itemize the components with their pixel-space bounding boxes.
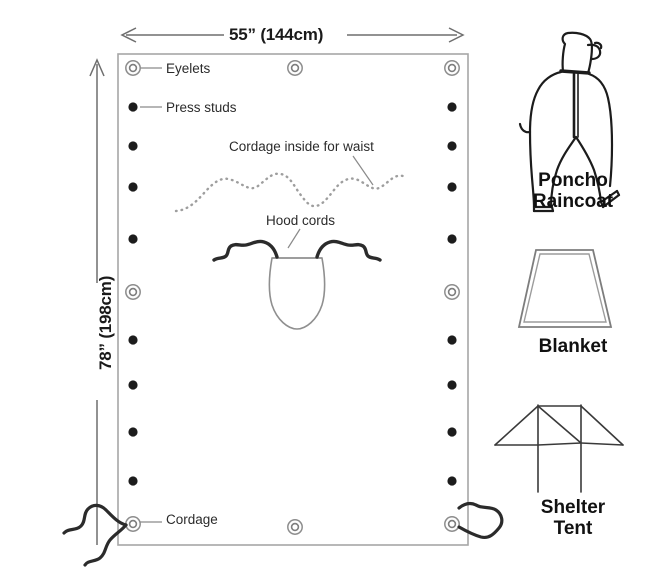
cordage-bottom-right-a [457, 503, 504, 540]
poncho-raincoat-illustration [518, 31, 621, 213]
hood-shape [268, 257, 326, 330]
press-stud [128, 102, 138, 112]
cordage-bottom-left-a [62, 503, 128, 535]
callout-label-eyelets: Eyelets [166, 61, 211, 76]
press-stud [128, 380, 138, 390]
use-label-blanket: Blanket [538, 336, 608, 357]
press-stud [447, 427, 457, 437]
eyelet [125, 284, 141, 300]
press-stud-group [128, 102, 457, 486]
callout-label-cordage-waist: Cordage inside for waist [229, 139, 374, 154]
press-stud [447, 182, 457, 192]
press-stud [447, 102, 457, 112]
press-stud [128, 476, 138, 486]
leader-cordage-waist [352, 155, 374, 186]
callout-label-press-studs: Press studs [166, 100, 237, 115]
cordage-bottom-left-b [83, 523, 128, 567]
cordage-bottom-right-b [457, 501, 478, 510]
use-label-shelter-tent: Shelter Tent [540, 497, 606, 540]
press-stud [447, 141, 457, 151]
shelter-tent-illustration [494, 404, 624, 493]
eyelet [125, 60, 141, 76]
eyelet [125, 516, 141, 532]
eyelet [444, 516, 460, 532]
eyelet [287, 519, 303, 535]
press-stud [447, 335, 457, 345]
height-dimension-label: 78” (198cm) [96, 275, 115, 370]
eyelet [444, 284, 460, 300]
press-stud [447, 476, 457, 486]
press-stud [128, 427, 138, 437]
press-stud [128, 141, 138, 151]
blanket-illustration [517, 249, 613, 328]
hood-cord-right [315, 239, 382, 262]
press-stud [128, 335, 138, 345]
width-dimension-label: 55” (144cm) [229, 25, 324, 44]
press-stud [447, 380, 457, 390]
press-stud [128, 182, 138, 192]
cordage-waist-dotted-line [174, 172, 405, 213]
hood-cord-left [212, 239, 279, 262]
eyelet [444, 60, 460, 76]
eyelet [287, 60, 303, 76]
leader-hood-cords [287, 228, 301, 249]
eyelet-group [125, 60, 460, 535]
use-label-poncho-raincoat: Poncho Raincoat [532, 170, 614, 213]
callout-label-hood-cords: Hood cords [266, 213, 336, 228]
height-dimension-arrow [89, 58, 105, 545]
width-dimension-arrow [120, 27, 465, 43]
press-stud [128, 234, 138, 244]
callout-leader-lines [139, 67, 374, 523]
callout-label-cordage: Cordage [166, 512, 218, 527]
press-stud [447, 234, 457, 244]
